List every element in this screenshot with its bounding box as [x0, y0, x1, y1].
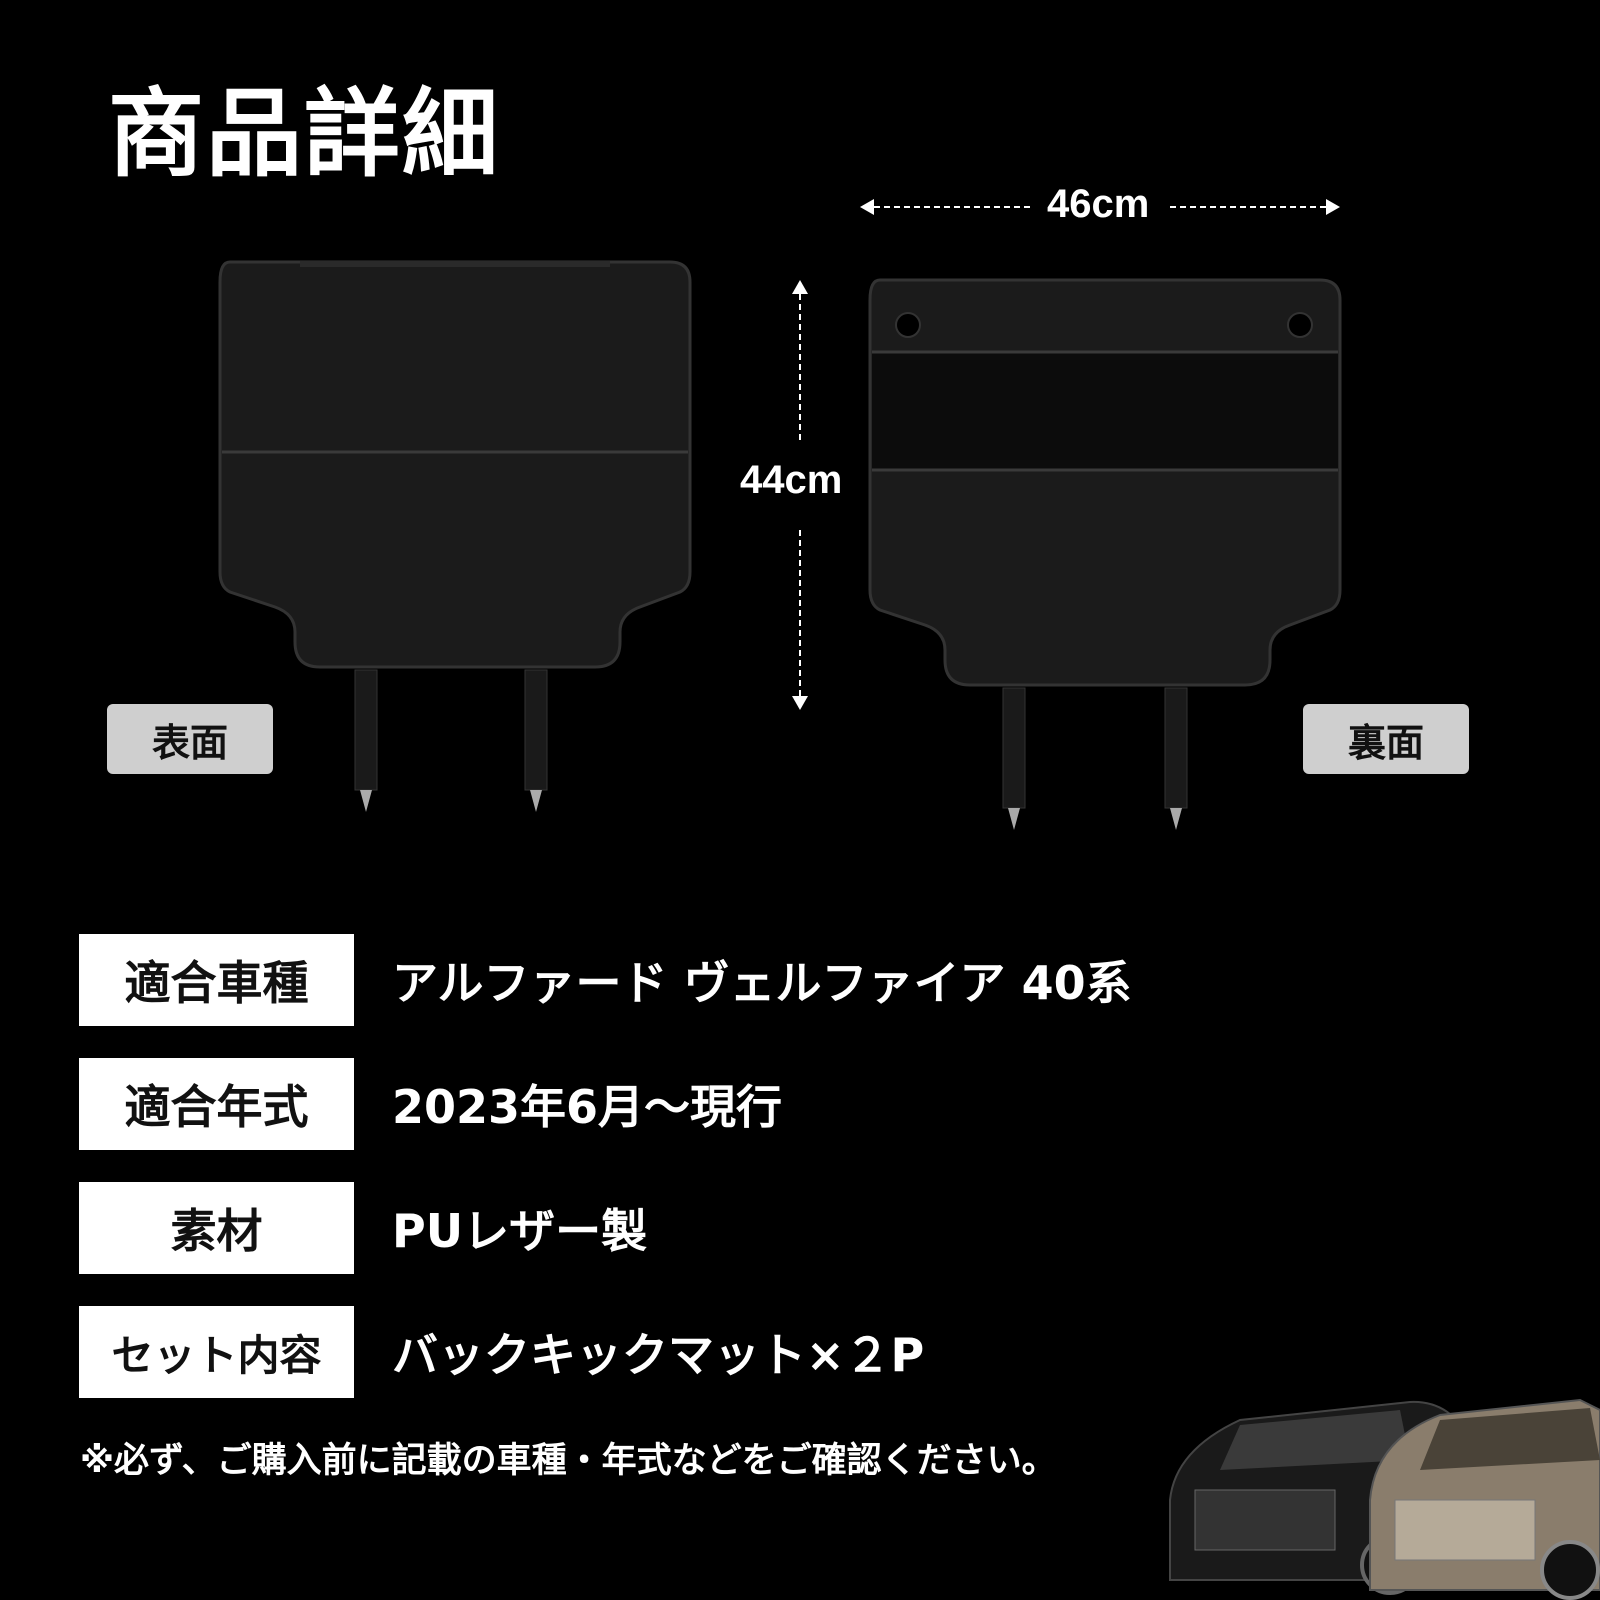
- spec-row: 適合年式 2023年6月〜現行: [79, 1058, 782, 1150]
- spec-key: セット内容: [79, 1306, 354, 1398]
- page-title: 商品詳細: [108, 78, 500, 190]
- height-label: 44cm: [740, 458, 843, 502]
- spec-value: バックキックマット×２P: [392, 1328, 925, 1382]
- width-arrow: [860, 199, 1340, 215]
- width-label: 46cm: [1047, 182, 1150, 226]
- spec-value: PUレザー製: [392, 1204, 648, 1258]
- spec-row: 適合車種 アルファード ヴェルファイア 40系: [79, 934, 1132, 1026]
- front-side-badge: 表面: [107, 704, 273, 774]
- spec-value: アルファード ヴェルファイア 40系: [392, 956, 1132, 1010]
- spec-row: セット内容 バックキックマット×２P: [79, 1306, 924, 1398]
- front-mat-image: [218, 260, 692, 812]
- height-arrow: [792, 280, 808, 710]
- spec-value: 2023年6月〜現行: [392, 1080, 783, 1134]
- spec-key: 適合年式: [79, 1058, 354, 1150]
- purchase-note: ※必ず、ご購入前に記載の車種・年式などをご確認ください。: [80, 1441, 1057, 1481]
- spec-key: 適合車種: [79, 934, 354, 1026]
- back-mat-image: [868, 278, 1342, 830]
- spec-row: 素材 PUレザー製: [79, 1182, 647, 1274]
- vehicle-image: [1169, 1398, 1600, 1600]
- back-side-badge: 裏面: [1303, 704, 1469, 774]
- spec-key: 素材: [79, 1182, 354, 1274]
